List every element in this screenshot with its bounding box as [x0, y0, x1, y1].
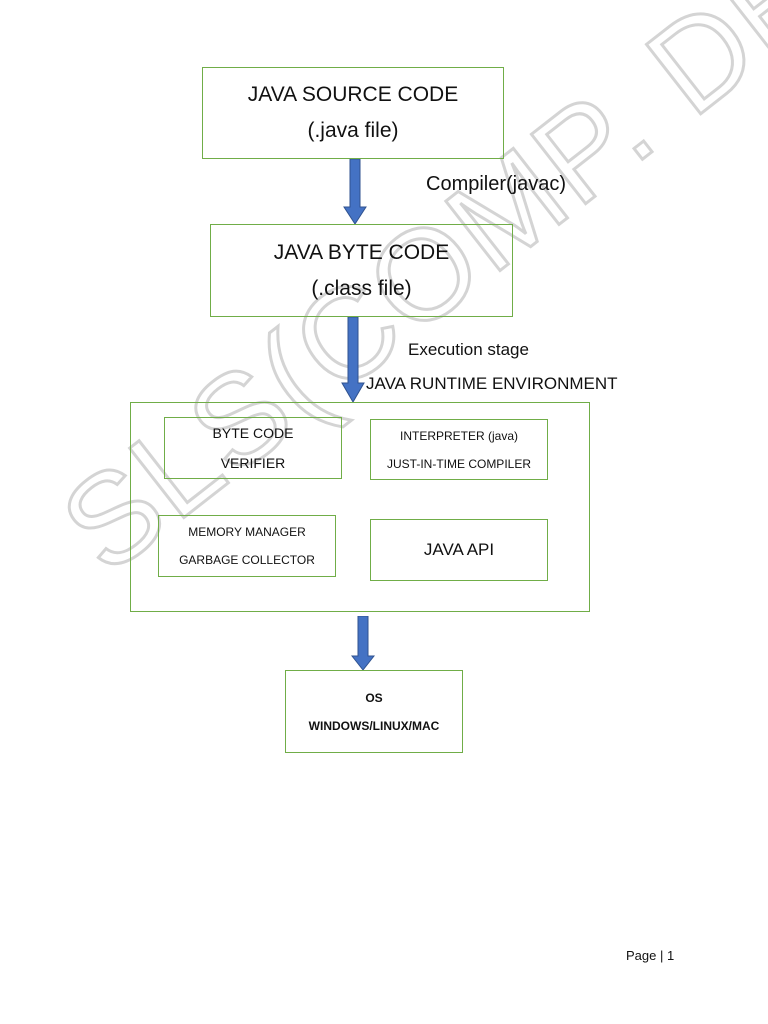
- java-api-box: JAVA API: [370, 519, 548, 581]
- verifier-line1: BYTE CODE: [212, 425, 294, 441]
- compile-arrow: [343, 159, 367, 225]
- jre-container: [130, 402, 590, 612]
- interpreter-line1: INTERPRETER (java): [399, 428, 518, 443]
- java-api-label: JAVA API: [423, 540, 495, 559]
- bytecode-box-subtitle: (.class file): [311, 276, 412, 300]
- memory-manager-box: MEMORY MANAGER GARBAGE COLLECTOR: [158, 515, 336, 577]
- os-line1: OS: [365, 690, 383, 705]
- java-source-code-box: JAVA SOURCE CODE (.java file): [202, 67, 504, 159]
- os-arrow: [351, 616, 375, 671]
- bytecode-verifier-box: BYTE CODE VERIFIER: [164, 417, 342, 479]
- os-line2: WINDOWS/LINUX/MAC: [308, 718, 440, 733]
- java-byte-code-box: JAVA BYTE CODE (.class file): [210, 224, 513, 317]
- bytecode-box-title: JAVA BYTE CODE: [273, 240, 450, 264]
- source-box-subtitle: (.java file): [307, 119, 399, 142]
- interpreter-line2: JUST-IN-TIME COMPILER: [386, 456, 531, 471]
- source-box-title: JAVA SOURCE CODE: [247, 83, 459, 106]
- execution-arrow: [341, 317, 365, 403]
- memory-line1: MEMORY MANAGER: [188, 525, 306, 539]
- interpreter-jit-box: INTERPRETER (java) JUST-IN-TIME COMPILER: [370, 419, 548, 480]
- page-number: Page | 1: [626, 948, 675, 963]
- os-box: OS WINDOWS/LINUX/MAC: [285, 670, 463, 753]
- memory-line2: GARBAGE COLLECTOR: [179, 553, 315, 567]
- jre-label: JAVA RUNTIME ENVIRONMENT: [366, 374, 618, 393]
- verifier-line2: VERIFIER: [220, 455, 286, 471]
- execution-stage-label: Execution stage: [408, 340, 529, 359]
- compiler-label: Compiler(javac): [426, 173, 567, 195]
